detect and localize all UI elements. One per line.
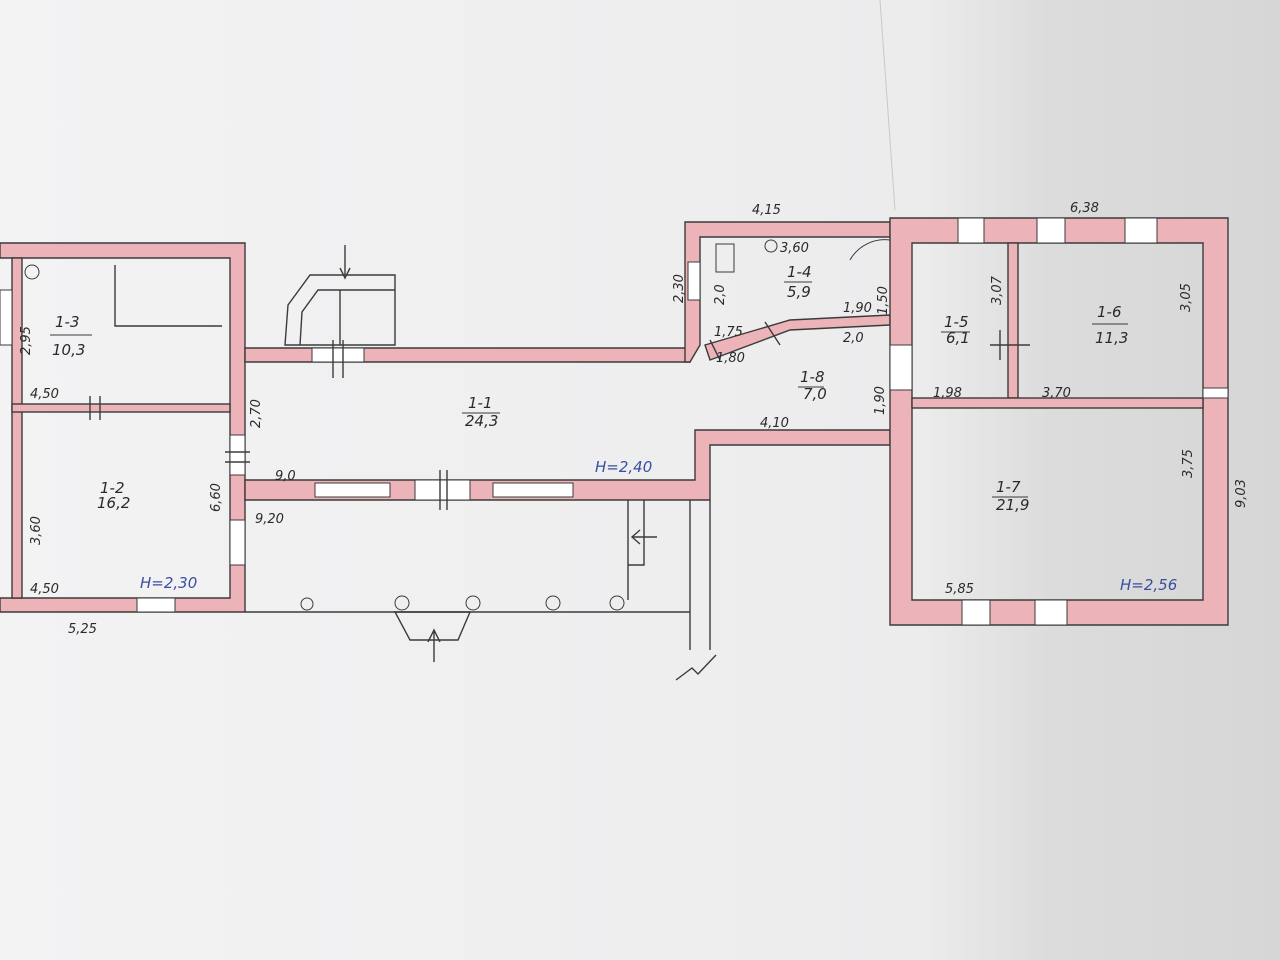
dim-9-0: 9,0 [275, 469, 296, 484]
room-1-2-id: 1-2 [100, 479, 125, 497]
window [1034, 599, 1068, 626]
dim-1-80: 1,80 [716, 351, 745, 366]
dim-1-75: 1,75 [714, 325, 743, 340]
dim-5-25: 5,25 [68, 622, 97, 637]
room-1-7-area: 21,9 [996, 496, 1029, 514]
dim-2-0-wc: 2,0 [713, 284, 728, 305]
dim-2-30: 2,30 [672, 274, 687, 303]
height-room-1-7: H=2,56 [1120, 576, 1177, 594]
dim-6-60: 6,60 [209, 483, 224, 512]
window [1036, 217, 1066, 244]
room-labels: 1-3 10,3 1-2 16,2 1-1 24,3 1-4 5,9 1-8 7… [50, 263, 1128, 514]
dim-4-15: 4,15 [752, 203, 781, 218]
door [229, 434, 246, 476]
dim-6-38: 6,38 [1070, 201, 1099, 216]
dim-9-20: 9,20 [255, 512, 284, 527]
room-1-1-area: 24,3 [465, 412, 498, 430]
paper-fold-line [879, 0, 896, 211]
room-1-6-area: 11,3 [1095, 329, 1128, 347]
dim-4-50-bottom: 4,50 [30, 582, 59, 597]
height-room-1-1: H=2,40 [595, 458, 652, 476]
window [1202, 387, 1229, 399]
central-block-walls [244, 245, 891, 681]
dim-2-0-hall: 2,0 [843, 331, 864, 346]
window [0, 289, 13, 346]
dim-2-70: 2,70 [249, 399, 264, 428]
left-block-walls [0, 242, 250, 613]
room-1-6-id: 1-6 [1097, 303, 1122, 321]
dim-3-70: 3,70 [1042, 386, 1071, 401]
room-1-3-id: 1-3 [55, 313, 80, 331]
door [414, 479, 471, 501]
room-1-4-area: 5,9 [787, 283, 811, 301]
dim-3-75: 3,75 [1181, 449, 1196, 478]
ceiling-height-labels: H=2,30 H=2,40 H=2,56 [140, 458, 1177, 594]
dim-1-90-a: 1,90 [843, 301, 872, 316]
room-1-7-id: 1-7 [996, 478, 1021, 496]
room-1-3-area: 10,3 [52, 341, 85, 359]
door [311, 347, 365, 363]
window [314, 482, 391, 498]
window [961, 599, 991, 626]
dim-9-03: 9,03 [1234, 479, 1249, 508]
room-1-2-area: 16,2 [97, 494, 130, 512]
room-1-1-id: 1-1 [468, 394, 493, 412]
window [136, 597, 176, 613]
dim-4-50-top: 4,50 [30, 387, 59, 402]
room-1-8-area: 7,0 [803, 385, 827, 403]
window [687, 261, 701, 301]
dim-3-60-left: 3,60 [29, 516, 44, 545]
dim-3-05: 3,05 [1179, 283, 1194, 312]
window [1124, 217, 1158, 244]
room-1-5-area: 6,1 [946, 329, 970, 347]
dim-4-10: 4,10 [760, 416, 789, 431]
dim-3-60-top: 3,60 [780, 241, 809, 256]
dim-2-95: 2,95 [19, 326, 34, 355]
right-block-walls [889, 217, 1229, 626]
height-room-1-2: H=2,30 [140, 574, 197, 592]
room-1-5-id: 1-5 [944, 313, 969, 331]
window [229, 519, 246, 566]
window [492, 482, 574, 498]
dim-1-98: 1,98 [933, 386, 962, 401]
window [957, 217, 985, 244]
dim-3-07: 3,07 [990, 275, 1005, 305]
room-1-8-id: 1-8 [800, 368, 825, 386]
dim-1-90-b: 1,90 [873, 386, 888, 415]
dimension-labels: 2,95 4,50 3,60 4,50 5,25 2,70 6,60 9,0 9… [19, 201, 1249, 637]
room-1-4-id: 1-4 [787, 263, 812, 281]
dim-1-50: 1,50 [876, 286, 891, 315]
door [889, 344, 913, 391]
dim-5-85: 5,85 [945, 582, 974, 597]
